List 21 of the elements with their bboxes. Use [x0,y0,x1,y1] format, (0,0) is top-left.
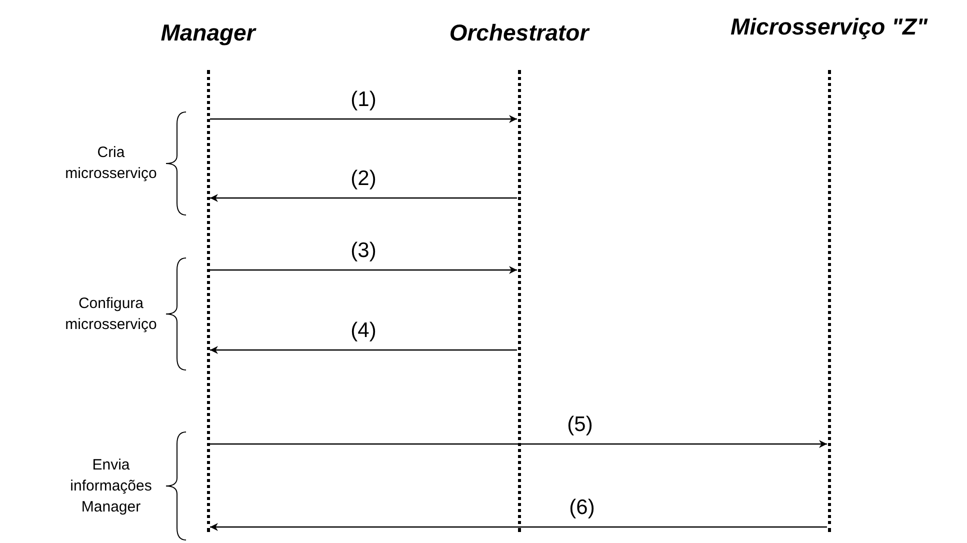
edge-label: (3) [350,240,376,261]
edge-label: (6) [569,497,595,518]
participant-name: Manager [160,22,256,44]
lifeline [828,70,830,532]
arrow [210,346,517,354]
phase-label: Cria microsserviço [64,143,158,184]
participant-name: Orchestrator [449,22,589,44]
edge-label: (5) [567,414,593,435]
edge-label: (4) [350,320,376,341]
participant-name: Microsserviço "Z" [730,16,928,38]
arrow [210,266,517,274]
arrow [210,194,517,202]
arrow [210,523,827,531]
arrow [210,440,827,448]
lifeline [206,70,210,532]
phase-label: Configura microsserviço [64,294,158,335]
phase-label: Envia informações Manager [69,456,153,518]
lifeline [518,70,520,532]
edge-label: (1) [350,89,376,110]
edge-label: (2) [350,168,376,189]
arrow [210,115,517,123]
